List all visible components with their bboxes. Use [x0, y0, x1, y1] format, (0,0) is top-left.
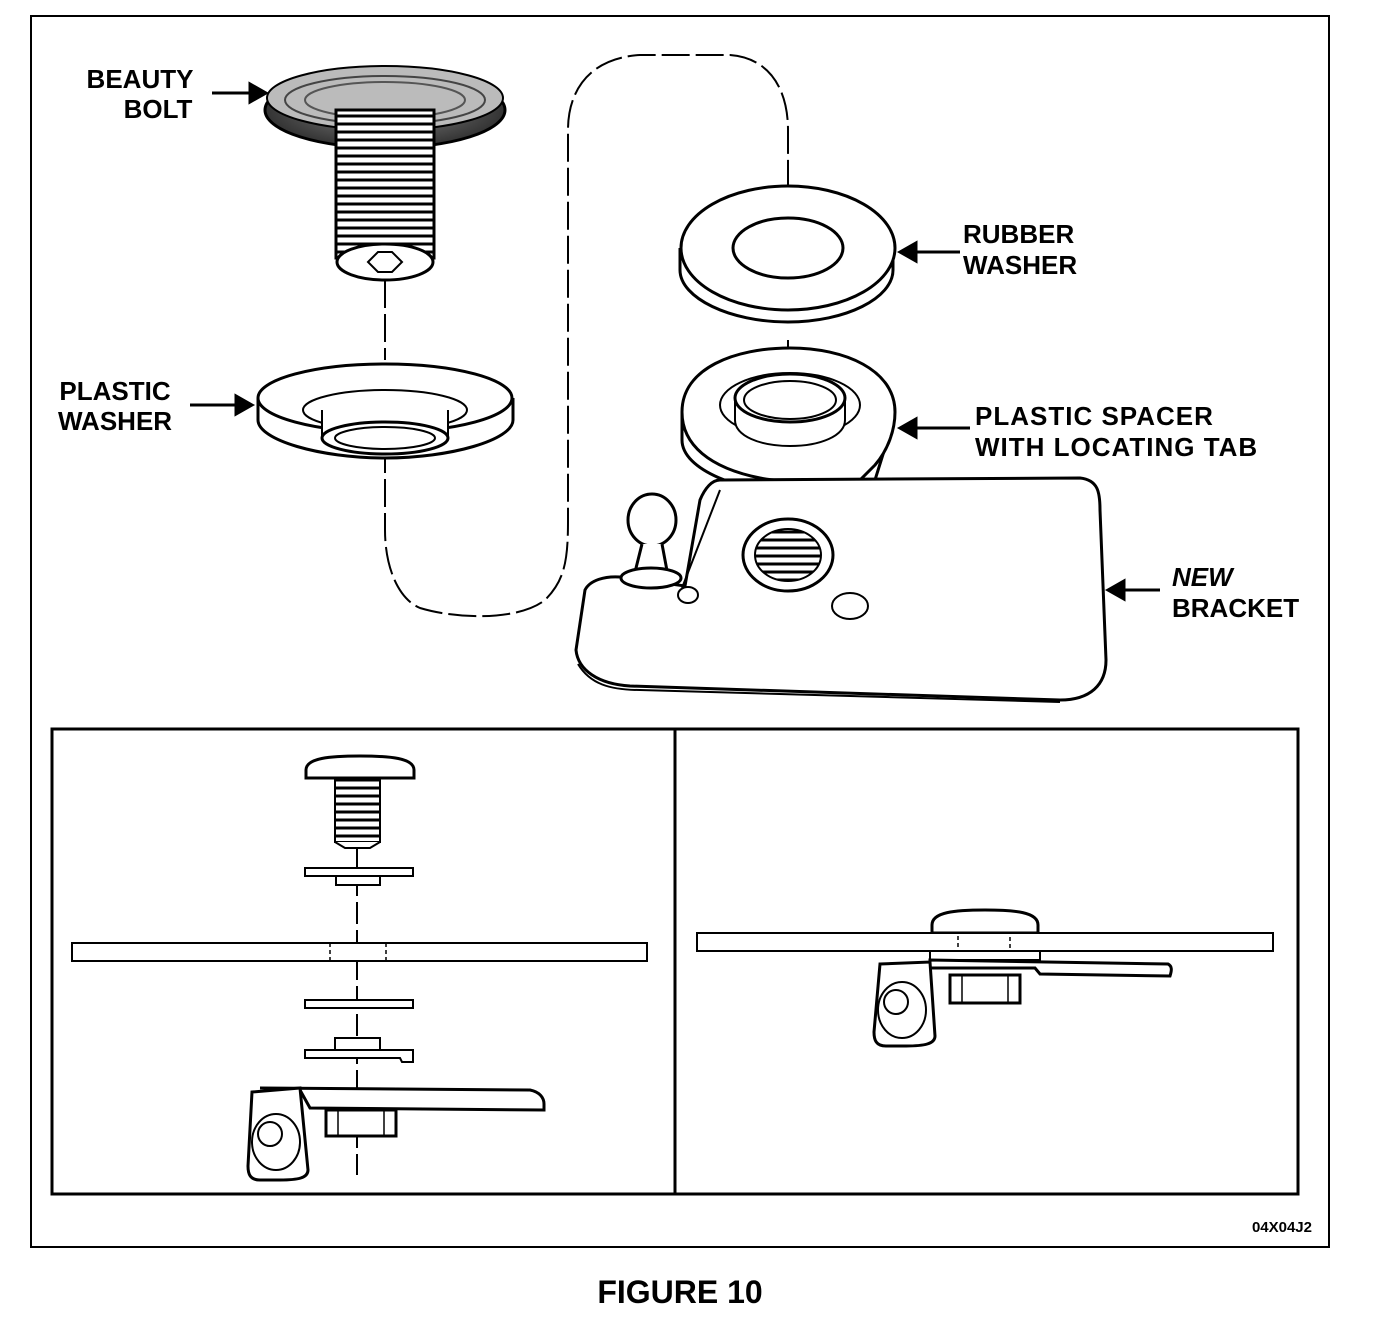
label-arrows — [190, 81, 1160, 602]
plastic-washer — [256, 362, 515, 460]
figure-caption: FIGURE 10 — [597, 1274, 762, 1310]
beauty-bolt — [263, 65, 507, 282]
beauty-bolt-label-line1: BEAUTY — [87, 64, 194, 94]
plastic-washer-label-line2: WASHER — [58, 406, 172, 436]
inset-assembled-side-view — [696, 908, 1274, 1048]
rubber-washer-label-line2: WASHER — [963, 250, 1077, 280]
beauty-bolt-label-line2: BOLT — [124, 94, 193, 124]
exploded-view — [190, 54, 1160, 703]
inset-exploded-side-view — [71, 754, 648, 1182]
plastic-spacer-label-line2: WITH LOCATING TAB — [975, 432, 1258, 462]
rubber-washer — [678, 184, 897, 324]
plastic-spacer — [680, 346, 897, 518]
rubber-washer-label-line1: RUBBER — [963, 219, 1074, 249]
plastic-washer-label-line1: PLASTIC — [59, 376, 170, 406]
plastic-spacer-label-line1: PLASTIC SPACER — [975, 401, 1214, 431]
new-bracket-label-line2: BRACKET — [1172, 593, 1299, 623]
assembly-path — [384, 54, 789, 618]
new-bracket-label-line1: NEW — [1172, 562, 1235, 592]
new-bracket — [574, 476, 1108, 703]
figure-code: 04X04J2 — [1252, 1219, 1312, 1236]
